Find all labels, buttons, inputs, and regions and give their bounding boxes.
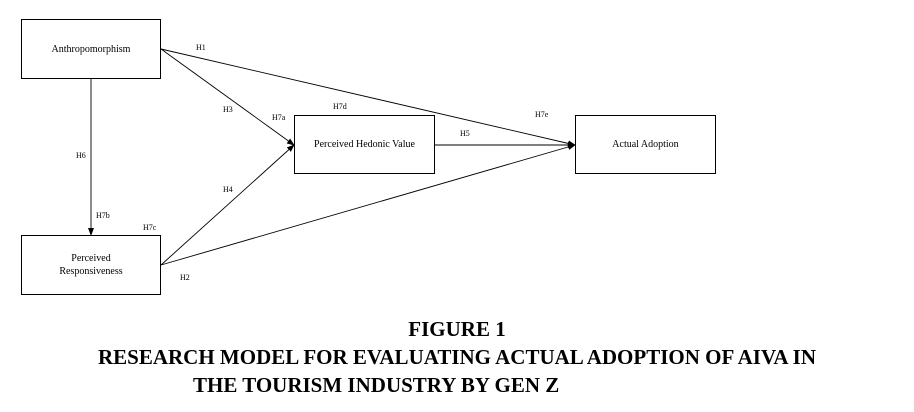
perceived-responsiveness-box: Perceived Responsiveness xyxy=(21,235,161,295)
edge-h3-arrow xyxy=(160,48,295,146)
figure-number: FIGURE 1 xyxy=(408,317,506,341)
figure-caption-line-2: THE TOURISM INDUSTRY BY GEN Z xyxy=(193,373,560,397)
edge-h2-arrow xyxy=(160,144,576,266)
perceived-responsiveness-label: Perceived Responsiveness xyxy=(59,253,123,277)
hypothesis-h6-label: H6 xyxy=(76,151,86,160)
actual-adoption-label: Actual Adoption xyxy=(612,139,679,150)
edge-h1-arrow xyxy=(160,48,576,147)
anthropomorphism-label: Anthropomorphism xyxy=(51,43,131,55)
hypothesis-h5-label: H5 xyxy=(460,129,470,138)
actual-adoption-box: Actual Adoption xyxy=(575,115,716,174)
figure-caption-line-1: RESEARCH MODEL FOR EVALUATING ACTUAL ADO… xyxy=(97,345,817,369)
hypothesis-h2-label: H2 xyxy=(180,273,190,282)
anthropomorphism-box: Anthropomorphism xyxy=(21,19,161,79)
hypothesis-h7d-label: H7d xyxy=(333,102,347,111)
hypothesis-h7a-label: H7a xyxy=(272,113,286,122)
edge-h4-arrow xyxy=(160,144,295,266)
hypothesis-h7e-label: H7e xyxy=(535,110,549,119)
hypothesis-h4-label: H4 xyxy=(223,185,233,194)
research-model-diagram: Anthropomorphism Perceived Responsivenes… xyxy=(21,19,716,295)
hypothesis-h1-label: H1 xyxy=(196,43,206,52)
hypothesis-h7c-label: H7c xyxy=(143,223,157,232)
perceived-hedonic-value-box: Perceived Hedonic Value xyxy=(294,115,435,174)
diagram-connectors xyxy=(88,48,576,266)
perceived-hedonic-value-label: Perceived Hedonic Value xyxy=(314,139,415,150)
hypothesis-h3-label: H3 xyxy=(223,105,233,114)
hypothesis-h7b-label: H7b xyxy=(96,211,110,220)
